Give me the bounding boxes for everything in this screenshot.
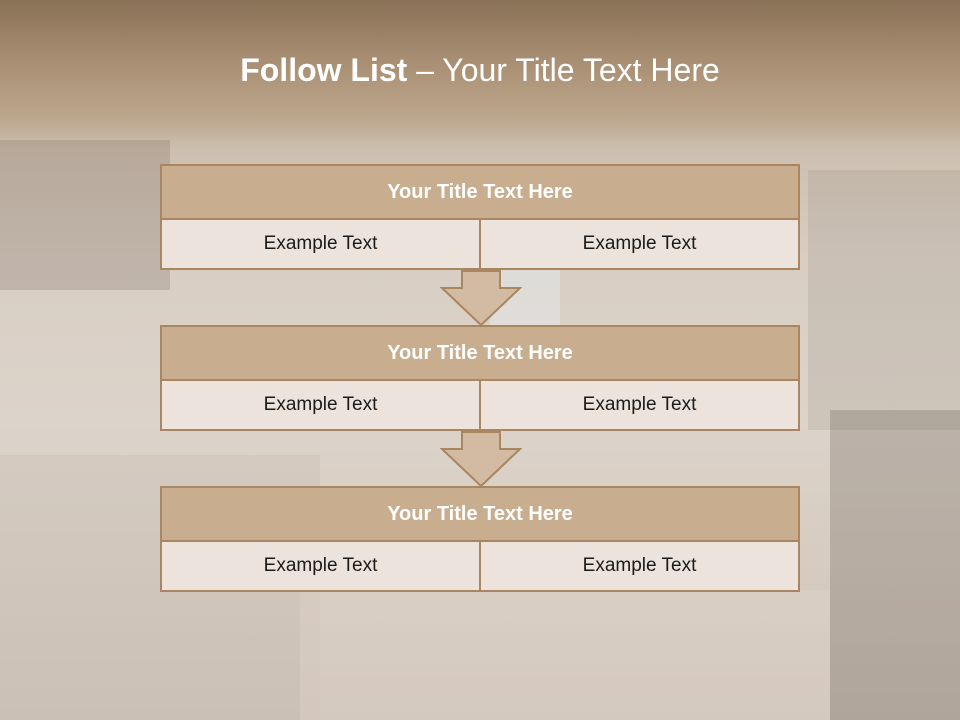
slide-title-rest: – Your Title Text Here — [407, 52, 720, 88]
background-floor — [300, 590, 830, 720]
step-right-text: Example Text — [481, 220, 800, 270]
step-left-text: Example Text — [160, 542, 481, 592]
step-block-1: Your Title Text Here Example Text Exampl… — [160, 164, 800, 270]
background-counter-right — [830, 410, 960, 720]
background-cabinet-left — [0, 140, 170, 290]
step-title: Your Title Text Here — [160, 325, 800, 381]
step-row: Example Text Example Text — [160, 542, 800, 592]
slide-title-bold: Follow List — [240, 52, 408, 88]
step-title: Your Title Text Here — [160, 164, 800, 220]
step-right-text: Example Text — [481, 381, 800, 431]
step-row: Example Text Example Text — [160, 220, 800, 270]
step-title: Your Title Text Here — [160, 486, 800, 542]
step-row: Example Text Example Text — [160, 381, 800, 431]
background-refrigerator — [808, 170, 960, 430]
slide-title: Follow List – Your Title Text Here — [0, 52, 960, 89]
down-arrow-icon — [440, 431, 522, 487]
step-block-2: Your Title Text Here Example Text Exampl… — [160, 325, 800, 431]
step-left-text: Example Text — [160, 381, 481, 431]
step-left-text: Example Text — [160, 220, 481, 270]
down-arrow-icon — [440, 270, 522, 326]
step-block-3: Your Title Text Here Example Text Exampl… — [160, 486, 800, 592]
step-right-text: Example Text — [481, 542, 800, 592]
